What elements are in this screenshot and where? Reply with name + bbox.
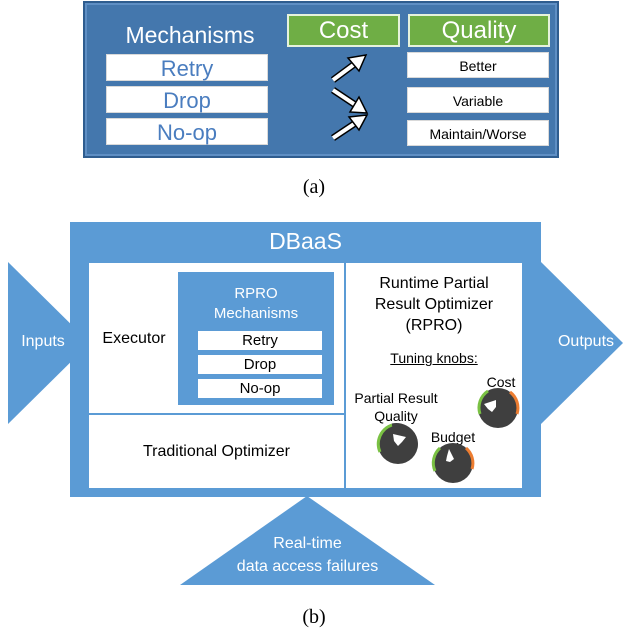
rpro-region — [346, 263, 522, 488]
failures-label: data access failures — [236, 558, 379, 575]
quality-better: Better — [407, 52, 549, 78]
quality-header: Quality — [408, 14, 550, 47]
rpro-mechanism-drop: Drop — [198, 355, 322, 374]
tuning-knobs-label: Tuning knobs: — [390, 350, 478, 366]
quality-maintain-worse: Maintain/Worse — [407, 120, 549, 146]
rpro-mechanism-no-op: No-op — [198, 379, 322, 398]
mechanism-drop: Drop — [106, 86, 268, 113]
cost-header: Cost — [287, 14, 400, 47]
mechanism-no-op: No-op — [106, 118, 268, 145]
quality-knob-icon — [376, 423, 418, 464]
quality-variable: Variable — [407, 87, 549, 113]
knob-budget-label: Budget — [430, 429, 476, 445]
knob-quality-label: Quality — [374, 408, 418, 424]
cost-down-arrow-icon — [331, 87, 369, 114]
rpro-title: Runtime Partial — [379, 275, 489, 292]
inputs-label: Inputs — [21, 333, 65, 350]
inputs-arrow — [8, 262, 90, 424]
budget-knob-icon — [431, 443, 475, 483]
cost-knob-icon — [477, 388, 520, 428]
rpro-mechanism-retry: Retry — [198, 331, 322, 350]
rpro-mechanisms-title: RPRO — [234, 285, 278, 302]
knob-quality-label: Partial Result — [354, 390, 438, 406]
dbaas-title: DBaaS — [269, 228, 342, 254]
failures-triangle — [180, 496, 435, 585]
rpro-mechanisms-title: Mechanisms — [213, 305, 299, 322]
traditional-optimizer-region — [89, 415, 344, 488]
cost-up-arrow-icon — [330, 54, 368, 83]
caption-a: (a) — [302, 176, 326, 198]
executor-label: Executor — [102, 330, 166, 347]
traditional-optimizer-label: Traditional Optimizer — [142, 443, 290, 460]
rpro-title: (RPRO) — [405, 317, 463, 334]
caption-b: (b) — [302, 606, 326, 628]
mechanism-retry: Retry — [106, 54, 268, 81]
failures-label: Real-time — [273, 535, 342, 552]
mechanisms-title: Mechanisms — [125, 22, 255, 48]
cost-up-arrow-icon — [331, 114, 369, 141]
outputs-arrow — [541, 262, 623, 424]
rpro-title: Result Optimizer — [374, 296, 494, 313]
outputs-label: Outputs — [557, 333, 615, 350]
knob-cost-label: Cost — [486, 374, 516, 390]
